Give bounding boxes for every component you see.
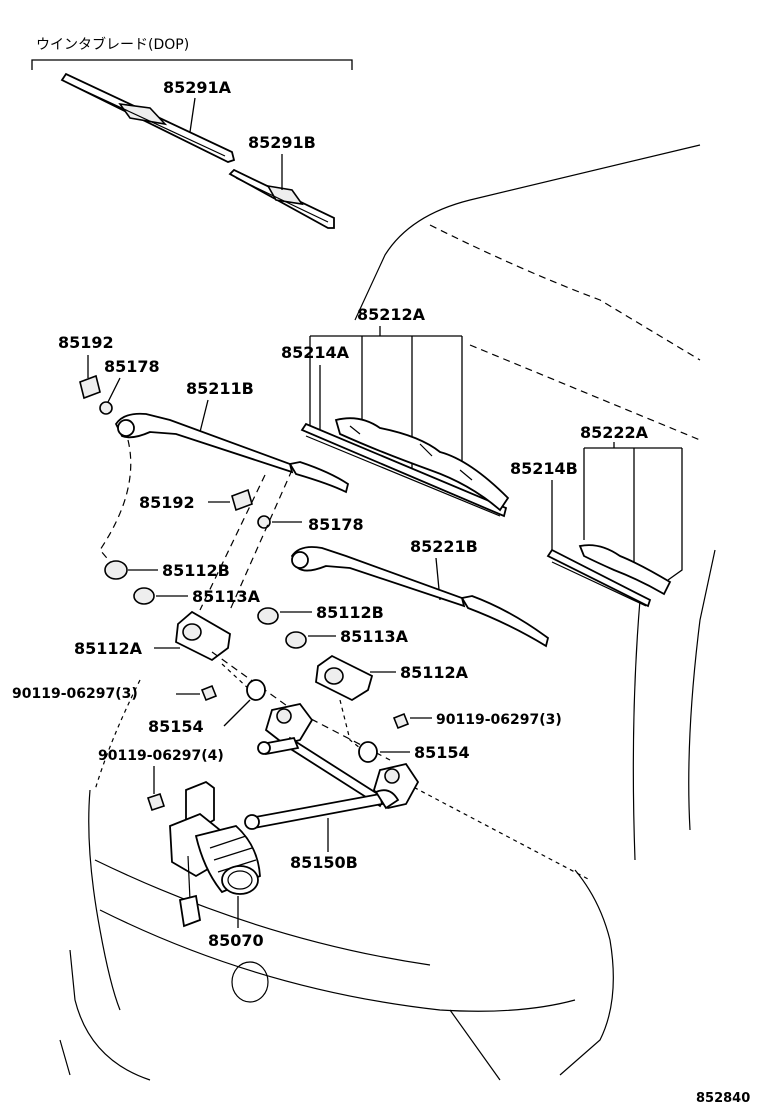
cap-85112B-right <box>257 607 279 625</box>
cap-85192-top <box>79 374 101 400</box>
label-85112B-right: 85112B <box>316 603 384 622</box>
label-85112A-right: 85112A <box>400 663 469 682</box>
label-85291A: 85291A <box>163 78 232 97</box>
cover-85112A-left <box>175 610 231 662</box>
blade-85291B <box>228 168 335 229</box>
label-85154-right: 85154 <box>414 743 470 762</box>
vehicle-body-outline <box>59 144 716 1081</box>
washer-85154-left <box>246 679 266 701</box>
bolt-left-3 <box>200 684 218 702</box>
arm-85221B <box>290 546 550 648</box>
label-bolt-right-3: 90119-06297(3) <box>436 712 562 728</box>
nut-85178-mid <box>257 515 271 529</box>
label-bolt-left-3: 90119-06297(3) <box>12 686 138 702</box>
label-85211B: 85211B <box>186 379 254 398</box>
label-85214B: 85214B <box>510 459 578 478</box>
label-bolt-4: 90119-06297(4) <box>98 748 224 764</box>
bolt-4 <box>146 792 166 812</box>
label-85178-mid: 85178 <box>308 515 364 534</box>
cap-85112B-left <box>104 560 128 580</box>
label-85178-top: 85178 <box>104 357 160 376</box>
label-85070: 85070 <box>208 931 264 950</box>
nut-85113A-right <box>285 631 307 649</box>
diagram-reference-code: 852840 <box>696 1091 750 1106</box>
linkage-85150B <box>244 702 420 830</box>
blade-85222A <box>546 544 672 608</box>
motor-85070 <box>169 780 261 928</box>
label-85112B-left: 85112B <box>162 561 230 580</box>
label-85154-left: 85154 <box>148 717 204 736</box>
dop-blade-group: ウインタブレード(DOP) <box>31 36 353 70</box>
label-85112A-left: 85112A <box>74 639 143 658</box>
cover-85112A-right <box>315 654 374 702</box>
washer-85154-right <box>358 741 378 763</box>
label-85113A-right: 85113A <box>340 627 409 646</box>
label-85291B: 85291B <box>248 133 316 152</box>
nut-85113A-left <box>133 587 155 605</box>
label-85212A: 85212A <box>357 305 426 324</box>
dop-blade-header: ウインタブレード(DOP) <box>36 36 189 53</box>
label-85192-mid: 85192 <box>139 493 195 512</box>
label-85221B: 85221B <box>410 537 478 556</box>
arm-85211B <box>114 412 350 494</box>
cap-85192-mid <box>231 488 253 512</box>
label-85222A: 85222A <box>580 423 649 442</box>
label-85150B: 85150B <box>290 853 358 872</box>
nut-85178-top <box>99 401 113 415</box>
label-85113A-left: 85113A <box>192 587 261 606</box>
label-85192-top: 85192 <box>58 333 114 352</box>
blade-85212A <box>300 417 510 518</box>
blade-85291A <box>60 72 236 163</box>
bolt-right-3 <box>392 712 410 730</box>
label-85214A: 85214A <box>281 343 350 362</box>
